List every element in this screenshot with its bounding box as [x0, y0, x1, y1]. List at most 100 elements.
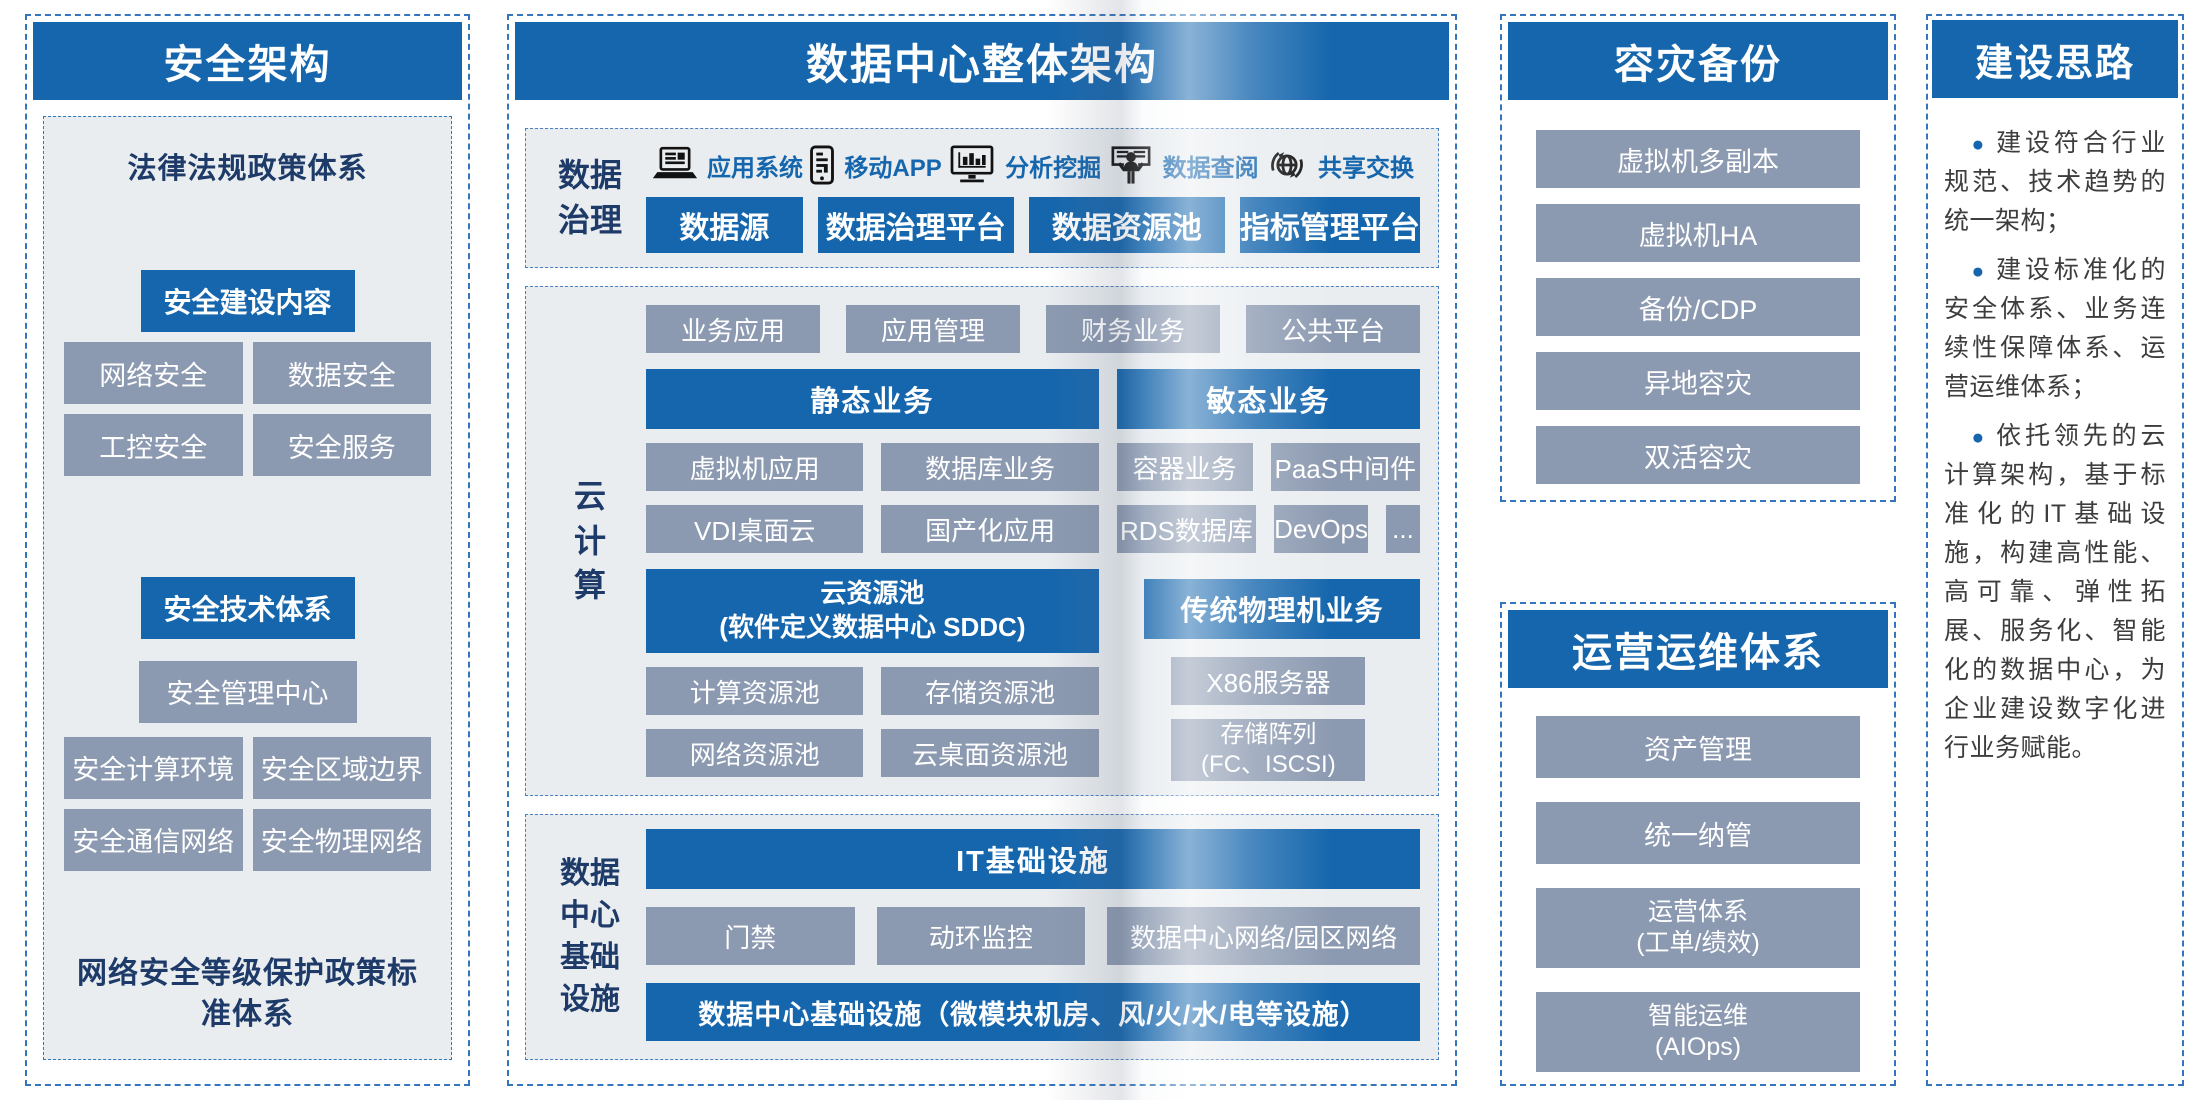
node-indicator-mgmt-platform: 指标管理平台 [1239, 197, 1421, 253]
icon-label: 应用系统 [707, 154, 803, 182]
node-devops: DevOps [1274, 505, 1368, 553]
share-exchange-item: 共享交换 [1265, 143, 1414, 187]
node-finance-business: 财务业务 [1046, 305, 1220, 353]
idea-bullet: ●依托领先的云计算架构，基于标准化的IT基础设施，构建高性能、高可靠、弹性拓展、… [1944, 417, 2166, 768]
analytics-item: 分析挖掘 [948, 145, 1101, 185]
idea-bullet: ●建设标准化的安全体系、业务连续性保障体系、运营运维体系； [1944, 251, 2166, 407]
node-vdi-desktop-cloud: VDI桌面云 [646, 505, 864, 553]
node-data-resource-pool: 数据资源池 [1028, 197, 1225, 253]
idea-text: 建设符合行业规范、技术趋势的统一架构； [1944, 129, 2166, 235]
node-compute-pool: 计算资源池 [646, 667, 864, 715]
cloud-label: 云 计 算 [573, 477, 606, 604]
security-tech-header: 安全技术体系 [140, 576, 355, 639]
node-database-business: 数据库业务 [881, 443, 1099, 491]
idea-bullet: ●建设符合行业规范、技术趋势的统一架构； [1944, 124, 2166, 241]
panel-disaster-recovery: 容灾备份 虚拟机多副本 虚拟机HA 备份/CDP 异地容灾 双活容灾 [1500, 14, 1896, 502]
security-build-header: 安全建设内容 [140, 270, 355, 333]
node-x86-server: X86服务器 [1171, 657, 1366, 705]
bullet-dot-icon: ● [1971, 260, 1989, 283]
ideas-body: ●建设符合行业规范、技术趋势的统一架构； ●建设标准化的安全体系、业务连续性保障… [1928, 102, 2182, 796]
node-localized-app: 国产化应用 [881, 505, 1099, 553]
node-env-monitoring: 动环监控 [876, 907, 1086, 965]
app-system-item: 应用系统 [652, 146, 803, 184]
node-public-platform: 公共平台 [1246, 305, 1420, 353]
node-static-business: 静态业务 [646, 369, 1099, 429]
node-dc-campus-network: 数据中心网络/园区网络 [1107, 907, 1421, 965]
icon-label: 分析挖掘 [1005, 154, 1102, 182]
panel-operations: 运营运维体系 资产管理 统一纳管 运营体系 (工单/绩效) 智能运维 (AIOp… [1500, 602, 1896, 1086]
ideas-title: 建设思路 [1932, 20, 2178, 98]
idea-text: 建设标准化的安全体系、业务连续性保障体系、运营运维体系； [1944, 256, 2166, 401]
node-aiops: 智能运维 (AIOps) [1536, 992, 1860, 1072]
monitor-chart-icon [948, 145, 996, 185]
node-unified-mgmt: 统一纳管 [1536, 802, 1860, 864]
node-vm-ha: 虚拟机HA [1536, 204, 1860, 262]
ops-list: 资产管理 统一纳管 运营体系 (工单/绩效) 智能运维 (AIOps) [1502, 694, 1894, 1094]
node-traditional-physical-business: 传统物理机业务 [1144, 579, 1420, 639]
panel-datacenter: 数据中心整体架构 数据 治理 应用系统 移动APP [507, 14, 1457, 1086]
governance-boxes-row: 数据源 数据治理平台 数据资源池 指标管理平台 [646, 197, 1421, 253]
law-policy-heading: 法律法规政策体系 [127, 153, 368, 185]
security-body: 法律法规政策体系 安全建设内容 网络安全 数据安全 工控安全 安全服务 安全技术… [43, 116, 452, 1060]
node-network-security: 网络安全 [64, 342, 243, 405]
node-app-mgmt: 应用管理 [846, 305, 1020, 353]
section-cloud-computing: 云 计 算 业务应用 应用管理 财务业务 公共平台 静态业务 敏态业务 虚拟机应… [525, 286, 1439, 796]
node-secure-physical-network: 安全物理网络 [252, 808, 431, 871]
globe-sync-icon [1265, 143, 1309, 187]
mobile-icon [809, 145, 835, 185]
node-dc-facilities: 数据中心基础设施（微模块机房、风/火/水/电等设施） [646, 983, 1420, 1041]
node-cloud-resource-pool-sddc: 云资源池 (软件定义数据中心 SDDC) [646, 569, 1099, 653]
governance-label: 数据 治理 [557, 157, 622, 238]
node-backup-cdp: 备份/CDP [1536, 278, 1860, 336]
panel-construction-ideas: 建设思路 ●建设符合行业规范、技术趋势的统一架构； ●建设标准化的安全体系、业务… [1926, 14, 2184, 1086]
section-data-governance: 数据 治理 应用系统 移动APP [525, 128, 1439, 268]
icon-label: 共享交换 [1317, 154, 1414, 182]
node-active-active-dr: 双活容灾 [1536, 426, 1860, 484]
node-secure-area-boundary: 安全区域边界 [252, 736, 431, 799]
governance-icons-row: 应用系统 移动APP 分析挖掘 [646, 143, 1420, 187]
node-network-pool: 网络资源池 [646, 729, 864, 777]
dr-title: 容灾备份 [1508, 22, 1888, 100]
icon-label: 移动APP [844, 154, 942, 182]
node-agile-business: 敏态业务 [1116, 369, 1420, 429]
node-ellipsis: ... [1386, 505, 1420, 553]
node-storage-array: 存储阵列 (FC、ISCSI) [1171, 719, 1366, 781]
node-business-app: 业务应用 [646, 305, 820, 353]
node-data-source: 数据源 [646, 197, 803, 253]
node-operation-system: 运营体系 (工单/绩效) [1536, 888, 1860, 968]
node-security-mgmt-center: 安全管理中心 [138, 660, 357, 723]
node-rds-database: RDS数据库 [1116, 505, 1257, 553]
infra-label: 数据 中心 基础 设施 [560, 857, 620, 1016]
node-secure-comm-network: 安全通信网络 [64, 808, 243, 871]
data-review-item: 数据查阅 [1108, 144, 1259, 186]
icon-label: 数据查阅 [1162, 154, 1259, 182]
node-remote-dr: 异地容灾 [1536, 352, 1860, 410]
security-tech-grid: 安全计算环境 安全区域边界 安全通信网络 安全物理网络 [64, 736, 431, 871]
node-it-infrastructure: IT基础设施 [646, 829, 1420, 889]
ops-title: 运营运维体系 [1508, 610, 1888, 688]
node-security-service: 安全服务 [252, 414, 431, 477]
security-title: 安全架构 [33, 22, 462, 100]
panel-security: 安全架构 法律法规政策体系 安全建设内容 网络安全 数据安全 工控安全 安全服务… [25, 14, 470, 1086]
agile-column: 容器业务 PaaS中间件 RDS数据库 DevOps ... 传统物理机业务 X… [1116, 429, 1420, 781]
mobile-app-item: 移动APP [809, 145, 942, 185]
node-paas-middleware: PaaS中间件 [1270, 443, 1420, 491]
node-ics-security: 工控安全 [64, 414, 243, 477]
bullet-dot-icon: ● [1971, 426, 1989, 449]
node-asset-mgmt: 资产管理 [1536, 716, 1860, 778]
cloud-app-row: 业务应用 应用管理 财务业务 公共平台 [646, 305, 1420, 353]
security-build-grid: 网络安全 数据安全 工控安全 安全服务 [64, 342, 431, 477]
laptop-icon [652, 146, 698, 184]
node-storage-pool: 存储资源池 [881, 667, 1099, 715]
cloud-mode-headers: 静态业务 敏态业务 [646, 369, 1420, 429]
grade-protection-heading: 网络安全等级保护政策标准体系 [77, 957, 418, 1031]
node-data-security: 数据安全 [252, 342, 431, 405]
infra-row: 门禁 动环监控 数据中心网络/园区网络 [646, 907, 1421, 965]
bullet-dot-icon: ● [1971, 133, 1989, 156]
node-container-business: 容器业务 [1116, 443, 1253, 491]
datacenter-title: 数据中心整体架构 [515, 22, 1449, 100]
node-vm-multi-replica: 虚拟机多副本 [1536, 130, 1860, 188]
node-data-governance-platform: 数据治理平台 [817, 197, 1014, 253]
presenter-icon [1108, 144, 1154, 186]
